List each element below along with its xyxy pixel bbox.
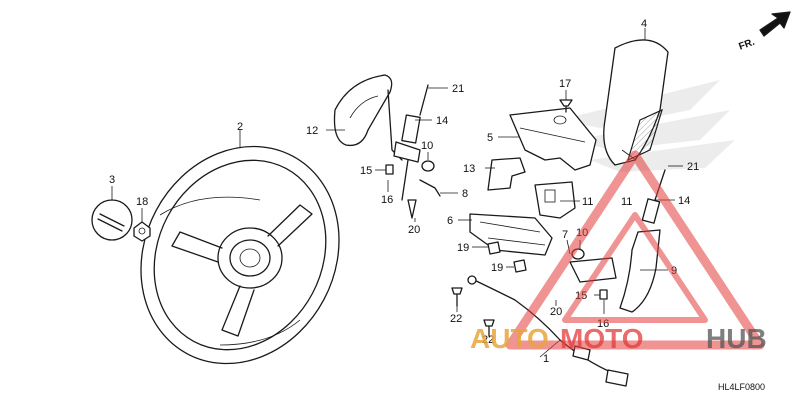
front-direction-label: FR. bbox=[737, 37, 756, 53]
watermark-text-moto: MOTO bbox=[560, 323, 643, 354]
leader-lines bbox=[111, 28, 683, 358]
callout-19-upper: 19 bbox=[457, 242, 469, 254]
callout-21-right: 21 bbox=[687, 161, 699, 173]
callout-11-right: 11 bbox=[621, 196, 632, 208]
bracket-13 bbox=[487, 157, 526, 191]
lower-plate bbox=[469, 213, 553, 256]
steering-wheel bbox=[140, 145, 340, 365]
watermark-text-auto: AUTO bbox=[470, 323, 549, 354]
front-direction-indicator: FR. bbox=[737, 11, 791, 53]
callout-14-left: 14 bbox=[436, 115, 448, 127]
callout-19-lower: 19 bbox=[491, 262, 503, 274]
cover-pad bbox=[603, 39, 669, 166]
callout-7: 7 bbox=[562, 229, 568, 241]
callout-1: 1 bbox=[543, 353, 549, 365]
callout-6: 6 bbox=[447, 215, 453, 227]
left-lever-assembly bbox=[385, 84, 441, 219]
callout-12: 12 bbox=[306, 125, 318, 137]
callout-4: 4 bbox=[641, 18, 647, 30]
watermark-triangle-icon bbox=[505, 150, 765, 350]
callout-20-right: 20 bbox=[550, 306, 562, 318]
callout-2: 2 bbox=[237, 121, 243, 133]
callout-10-left: 10 bbox=[421, 140, 433, 152]
watermark: AUTO MOTO HUB bbox=[470, 150, 767, 354]
screw-17 bbox=[559, 99, 573, 113]
callout-3: 3 bbox=[109, 174, 115, 186]
diagram-code: HL4LF0800 bbox=[718, 382, 765, 392]
nut bbox=[133, 221, 151, 242]
callout-14-right: 14 bbox=[678, 195, 690, 207]
emblem-cap bbox=[91, 199, 133, 241]
callout-21-left: 21 bbox=[452, 83, 464, 95]
clips-19 bbox=[487, 241, 527, 273]
callout-15-left: 15 bbox=[360, 165, 372, 177]
callout-5: 5 bbox=[487, 132, 493, 144]
callout-22-right: 22 bbox=[482, 334, 494, 346]
callout-17: 17 bbox=[559, 78, 571, 90]
callout-20-left: 20 bbox=[408, 224, 420, 236]
left-cover bbox=[333, 74, 403, 161]
switch-bracket bbox=[534, 181, 576, 219]
watermark-text-hub: HUB bbox=[706, 323, 767, 354]
callout-22-left: 22 bbox=[450, 313, 462, 325]
callout-16-left: 16 bbox=[381, 194, 393, 206]
callout-13: 13 bbox=[463, 163, 475, 175]
callout-8: 8 bbox=[462, 188, 468, 200]
bolts-22 bbox=[451, 287, 495, 337]
callout-11-middle: 11 bbox=[582, 196, 593, 208]
callout-18: 18 bbox=[136, 196, 148, 208]
column-cover bbox=[509, 107, 597, 171]
